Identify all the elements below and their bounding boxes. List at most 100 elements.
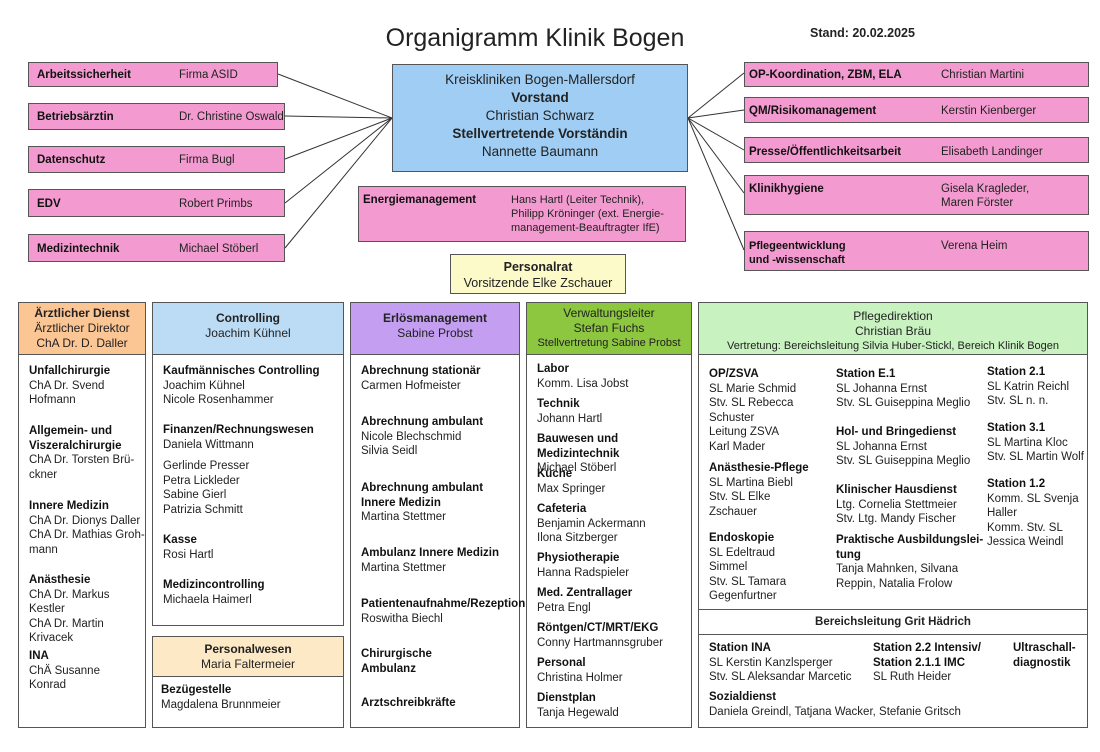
center-line4: Stellvertretende Vorständin bbox=[452, 126, 628, 141]
box-label: Presse/Öffentlichkeitsarbeit bbox=[749, 146, 902, 158]
box-presse: Presse/Öffentlichkeitsarbeit Elisabeth L… bbox=[744, 137, 1089, 163]
box-value: Firma Bugl bbox=[179, 154, 235, 166]
box-pflegeentwicklung: Pflegeentwicklung und -wissenschaft Vere… bbox=[744, 231, 1089, 271]
column-header: Ärztlicher Dienst Ärztlicher Direktor Ch… bbox=[19, 303, 145, 355]
page-title: Organigramm Klinik Bogen bbox=[385, 24, 685, 52]
box-label: Betriebsärztin bbox=[37, 111, 114, 123]
center-line5: Nannette Baumann bbox=[481, 144, 599, 159]
center-line3: Christian Schwarz bbox=[485, 108, 595, 123]
box-label: Datenschutz bbox=[37, 154, 106, 166]
column-controlling: Controlling Joachim Kühnel Kaufmännische… bbox=[152, 302, 344, 626]
center-line1: Kreiskliniken Bogen-Mallersdorf bbox=[445, 72, 635, 87]
column-sub: Stefan Fuchs bbox=[573, 321, 645, 335]
box-value: Verena Heim bbox=[941, 240, 1008, 252]
column-sub: Ärztlicher Direktor bbox=[34, 321, 130, 335]
personalrat-title: Personalrat bbox=[503, 260, 573, 274]
column-sub: Stellvertretung Sabine Probst bbox=[537, 337, 681, 349]
box-op-koordination: OP-Koordination, ZBM, ELA Christian Mart… bbox=[744, 62, 1089, 87]
column-title: Controlling bbox=[216, 311, 280, 325]
column-sub: ChA Dr. D. Daller bbox=[36, 336, 128, 350]
column-title: Erlösmanagement bbox=[382, 311, 488, 325]
column-header: Controlling Joachim Kühnel bbox=[153, 303, 343, 355]
column-sub: Maria Faltermeier bbox=[200, 657, 296, 671]
column-title: Personalwesen bbox=[204, 642, 292, 656]
box-value: Dr. Christine Oswald bbox=[179, 111, 284, 123]
column-pflegedirektion: Pflegedirektion Christian Bräu Vertretun… bbox=[698, 302, 1088, 728]
box-value: Firma ASID bbox=[179, 69, 238, 81]
column-verwaltungsleiter: Verwaltungsleiter Stefan Fuchs Stellvert… bbox=[526, 302, 692, 728]
box-label: OP-Koordination, ZBM, ELA bbox=[749, 69, 902, 81]
list-item: Ultraschall- diagnostik bbox=[1013, 642, 1076, 669]
box-label: EDV bbox=[37, 198, 61, 210]
column-erloesmanagement: Erlösmanagement Sabine Probst Abrechnung… bbox=[350, 302, 525, 728]
column-title: Verwaltungsleiter bbox=[563, 306, 655, 320]
box-label: Pflegeentwicklung und -wissenschaft bbox=[749, 240, 846, 266]
vorstand-box: Kreiskliniken Bogen-Mallersdorf Vorstand… bbox=[392, 64, 688, 172]
column-title: Ärztlicher Dienst bbox=[34, 306, 130, 320]
box-energiemanagement: Energiemanagement Hans Hartl (Leiter Tec… bbox=[358, 186, 686, 242]
box-label: Arbeitssicherheit bbox=[37, 69, 131, 81]
personalrat-sub: Vorsitzende Elke Zschauer bbox=[463, 276, 613, 290]
box-label: Energiemanagement bbox=[363, 194, 477, 206]
personalrat-box: Personalrat Vorsitzende Elke Zschauer bbox=[450, 254, 626, 294]
box-label: Klinikhygiene bbox=[749, 183, 824, 195]
column-sub: Vertretung: Bereichsleitung Silvia Huber… bbox=[727, 340, 1059, 352]
box-value: Gisela Kragleder, Maren Förster bbox=[941, 183, 1030, 209]
column-header: Verwaltungsleiter Stefan Fuchs Stellvert… bbox=[527, 303, 691, 355]
stand-date: Stand: 20.02.2025 bbox=[810, 26, 915, 40]
box-value: Elisabeth Landinger bbox=[941, 146, 1043, 158]
box-qm-risikomanagement: QM/Risikomanagement Kerstin Kienberger bbox=[744, 97, 1089, 123]
box-betriebsaerztin: Betriebsärztin Dr. Christine Oswald bbox=[28, 103, 285, 130]
list-item: Chirurgische Ambulanz bbox=[361, 648, 432, 675]
box-value: Christian Martini bbox=[941, 69, 1025, 81]
box-value: Robert Primbs bbox=[179, 198, 253, 210]
column-sub: Joachim Kühnel bbox=[205, 326, 291, 340]
column-header: Pflegedirektion Christian Bräu Vertretun… bbox=[699, 303, 1087, 355]
box-edv: EDV Robert Primbs bbox=[28, 189, 285, 217]
center-line2: Vorstand bbox=[511, 90, 569, 105]
box-datenschutz: Datenschutz Firma Bugl bbox=[28, 146, 285, 173]
box-arbeitssicherheit: Arbeitssicherheit Firma ASID bbox=[28, 62, 278, 87]
bereichsleitung-header: Bereichsleitung Grit Hädrich bbox=[699, 609, 1087, 635]
box-klinikhygiene: Klinikhygiene Gisela Kragleder, Maren Fö… bbox=[744, 175, 1089, 215]
list-item: Gerlinde Presser Petra Lickleder Sabine … bbox=[163, 460, 250, 516]
column-header: Erlösmanagement Sabine Probst bbox=[351, 303, 519, 355]
box-value: Michael Stöberl bbox=[179, 243, 259, 255]
column-personalwesen: Personalwesen Maria Faltermeier Bezügest… bbox=[152, 636, 344, 728]
